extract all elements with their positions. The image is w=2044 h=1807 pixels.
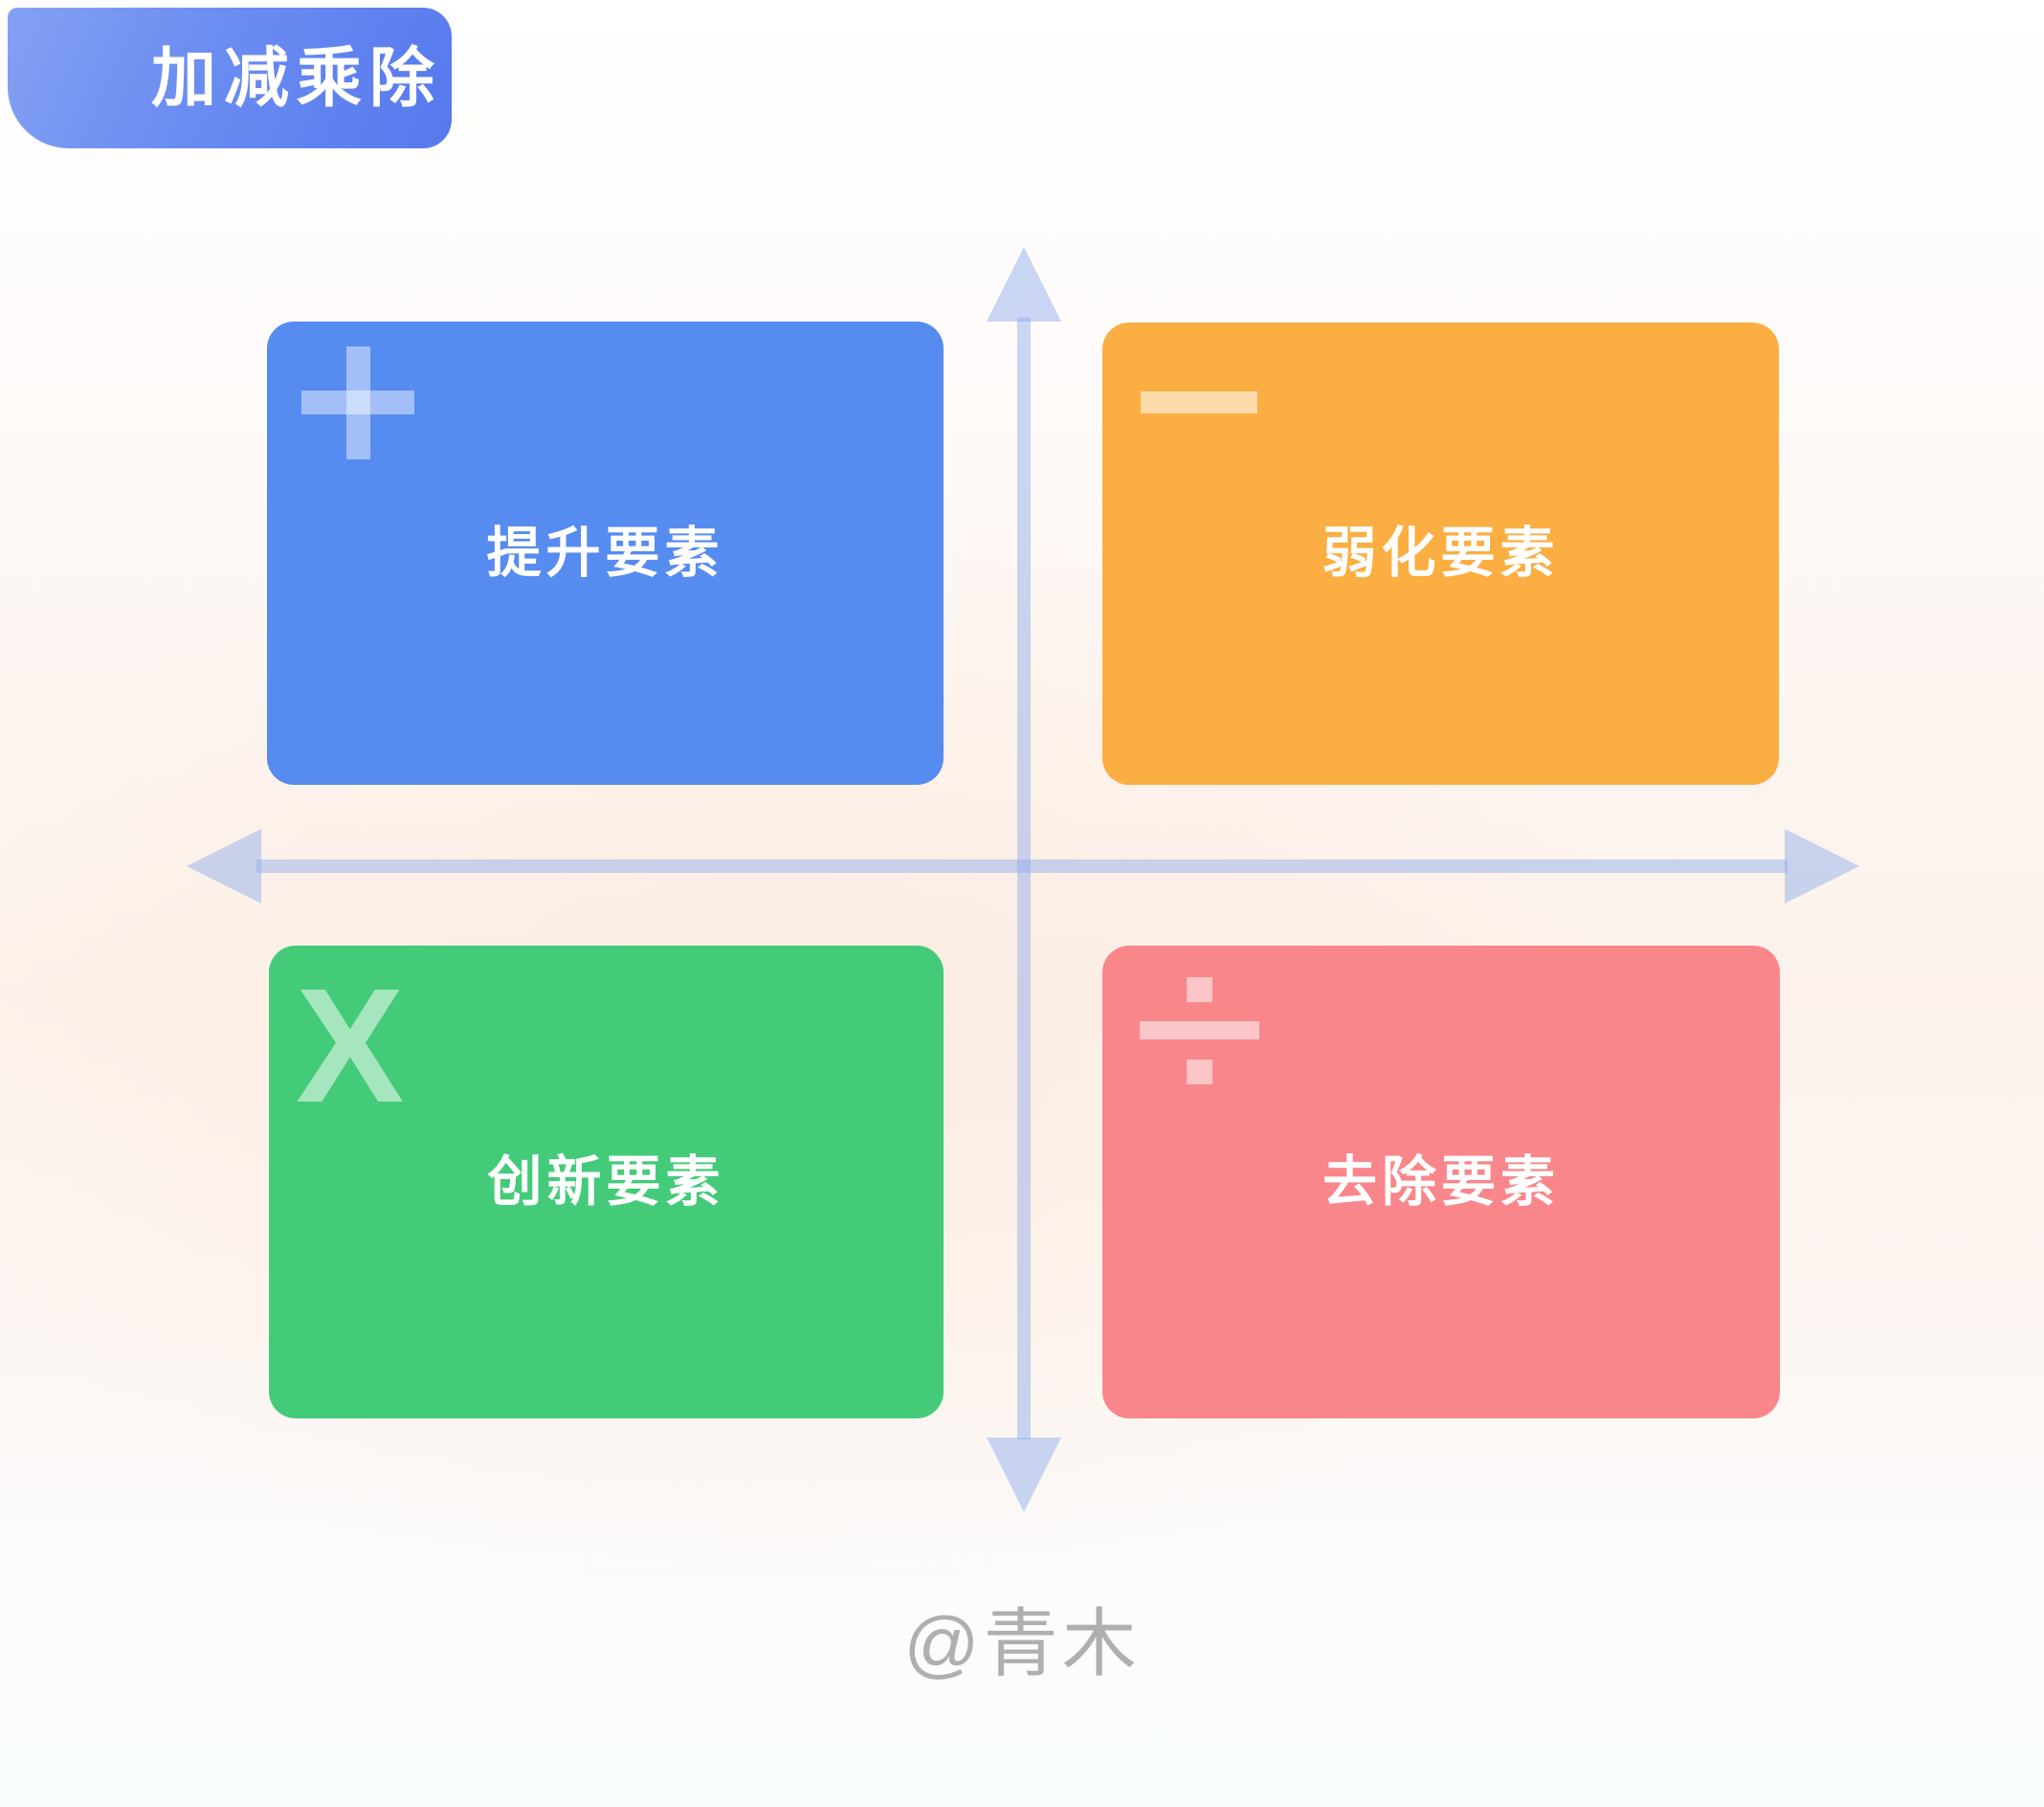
- multiply-icon: X: [296, 955, 405, 1137]
- plus-vertical-bar: [346, 346, 370, 459]
- plus-icon: [301, 346, 414, 459]
- quadrant-label-innovate: 创新要素: [487, 1150, 725, 1213]
- plus-horizontal-bar: [301, 390, 414, 414]
- quadrant-label-weaken: 弱化要素: [1322, 523, 1560, 584]
- divide-bottom-dot: [1187, 1060, 1212, 1084]
- quadrant-label-remove: 去除要素: [1322, 1150, 1560, 1213]
- axis-arrow-down-icon: [987, 1438, 1061, 1512]
- quadrant-card-remove: 去除要素: [1102, 946, 1780, 1418]
- quadrant-card-weaken: 弱化要素: [1102, 323, 1779, 785]
- divide-top-dot: [1187, 977, 1212, 1002]
- quadrant-label-improve: 提升要素: [486, 522, 724, 584]
- divide-icon: [1140, 977, 1259, 1084]
- axis-arrow-right-icon: [1785, 829, 1859, 904]
- title-badge: 加减乘除: [8, 8, 452, 148]
- divide-bar: [1140, 1021, 1259, 1039]
- axis-arrow-left-icon: [187, 829, 261, 904]
- quadrant-card-innovate: X 创新要素: [269, 946, 944, 1418]
- axis-arrow-up-icon: [987, 247, 1061, 322]
- quadrant-card-improve: 提升要素: [267, 322, 944, 785]
- minus-icon: [1141, 391, 1257, 413]
- vertical-axis-line: [1017, 318, 1031, 1439]
- watermark: @青木: [903, 1601, 1141, 1685]
- page-title: 加减乘除: [150, 41, 442, 115]
